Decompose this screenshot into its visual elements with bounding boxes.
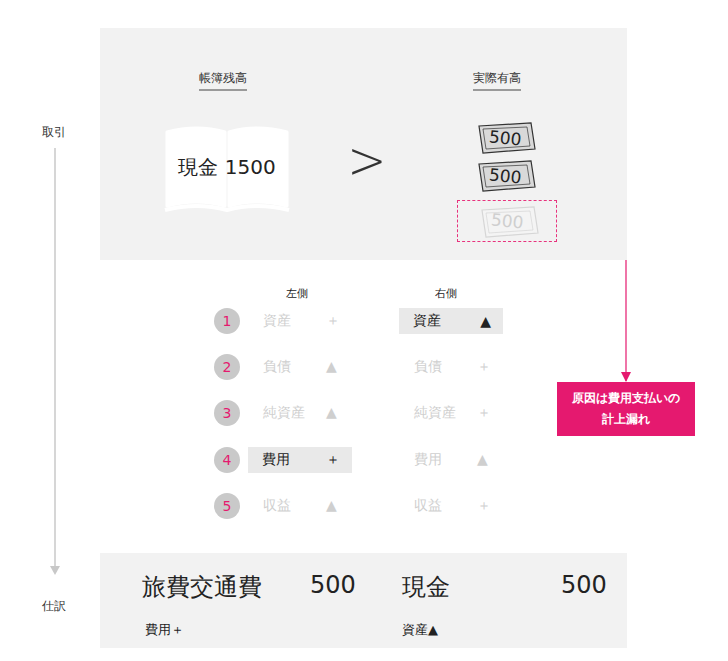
banknote-outline [479,123,535,153]
table-cell: ＋ [477,358,491,376]
banknote: 500 [474,160,536,192]
node-text: 資産▲ [402,621,438,639]
highlight-cell: 資産 ▲ [399,308,503,334]
node-text: 500 [488,126,522,149]
table-cell: 負債 [263,358,291,376]
callout-number: 5 [214,493,240,519]
node-text: 500 [488,164,522,187]
banknote-inner [483,165,530,187]
timeline-arrowhead [50,566,60,575]
label: 右側 [435,286,457,301]
table-cell: ▲ [326,358,337,374]
node-text: 4 [223,452,232,468]
node-text: 500 [561,571,607,599]
table-cell: 費用 [414,451,442,469]
node-text: 500 [490,209,524,232]
table-cell: ＋ [477,404,491,422]
label: 左側 [286,286,308,301]
table-cell: ＋ [477,497,491,515]
banknote-inner [483,127,530,149]
table-cell: ▲ [326,404,337,420]
cause-callout: 原因は費用支払いの 計上漏れ [557,382,695,436]
book-spine [165,206,289,210]
node-text: ＋ [326,451,340,469]
node-text: 原因は費用支払いの 計上漏れ [570,388,683,430]
node-text: 費用＋ [145,621,184,639]
node-text: 資産 [413,312,441,330]
node-text: 実際有高 [473,70,521,91]
banknote: 500 [474,122,536,154]
label: 仕訳 [42,598,66,615]
table-cell: 純資産 [263,404,305,422]
node-text: ▲ [480,313,491,329]
comparison-sign: > [348,134,387,186]
callout-number: 4 [214,447,240,473]
callout-number: 3 [214,400,240,426]
node-text: 5 [223,498,232,514]
table-cell: ＋ [326,312,340,330]
callout-number: 2 [214,354,240,380]
table-cell: ▲ [326,497,337,513]
node-text: 費用 [262,451,290,469]
node-text: 1 [223,313,232,329]
missing-banknote: 500 [457,200,557,242]
table-cell: 収益 [263,497,291,515]
node-text: 500 [310,571,356,599]
node-text: 帳簿残高 [199,70,247,91]
node-text: 旅費交通費 [142,571,262,603]
journal-panel: 旅費交通費 500 現金 500 費用＋ 資産▲ [100,553,627,648]
table-cell: ▲ [477,451,488,467]
timeline-arrow [54,148,56,566]
highlight-cell: 費用 ＋ [248,447,352,473]
node-text: 現金 [402,571,450,603]
label: 取引 [42,124,66,141]
table-cell: 負債 [414,358,442,376]
table-cell: 収益 [414,497,442,515]
ledger-book: 現金 1500 [163,122,291,212]
node-text: 3 [223,405,232,421]
banknote-outline [479,161,535,191]
node-text: 2 [223,359,232,375]
callout-number: 1 [214,308,240,334]
table-cell: 資産 [263,312,291,330]
node-text: 現金 1500 [178,154,275,181]
banknote-outline [482,207,538,237]
table-cell: 純資産 [414,404,456,422]
